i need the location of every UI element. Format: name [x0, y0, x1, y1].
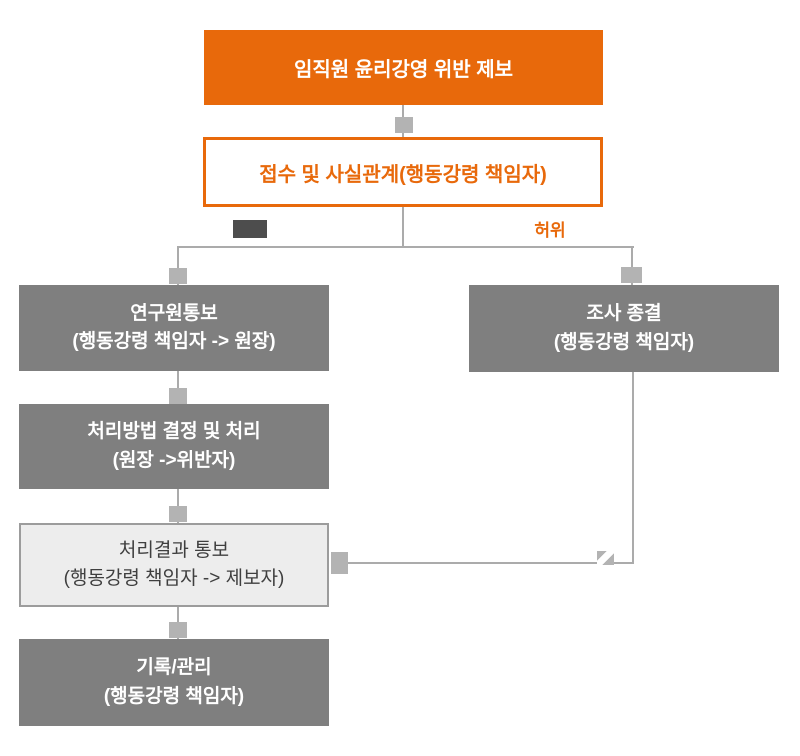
record-box: 기록/관리 (행동강령 책임자): [19, 639, 329, 726]
connector-node-result-right: [331, 552, 348, 574]
connector-line-receipt-down: [402, 207, 404, 248]
connector-line-branch-left-down: [177, 246, 179, 285]
report-box-label: 임직원 윤리강영 위반 제보: [293, 59, 514, 81]
connector-node-a-b: [169, 388, 187, 404]
report-box: 임직원 윤리강영 위반 제보: [204, 30, 603, 105]
record-box-title: 기록/관리: [136, 657, 212, 678]
connector-line-closure-to-result: [348, 562, 634, 564]
connector-line-a-to-b: [177, 371, 179, 404]
connector-line-closure-down: [632, 372, 634, 564]
false-branch-label: 허위: [534, 221, 566, 240]
result-box-title: 처리결과 통보: [118, 539, 230, 561]
closure-box: 조사 종결 (행동강령 책임자): [469, 285, 779, 372]
receipt-box-label: 접수 및 사실관계(행동강령 책임자): [259, 163, 547, 186]
connector-line-branch-horizontal: [177, 246, 634, 248]
connector-node-top: [395, 117, 413, 133]
connector-line-branch-right-down: [631, 246, 633, 285]
line-jump-marker: [597, 551, 614, 565]
connector-node-right-branch: [621, 267, 642, 283]
record-box-subtitle: (행동강령 책임자): [103, 685, 245, 707]
notify-box: 연구원통보 (행동강령 책임자 -> 원장): [19, 285, 329, 371]
connector-node-left-branch: [169, 268, 187, 284]
process-box-title: 처리방법 결정 및 처리: [87, 421, 261, 442]
notify-box-subtitle: (행동강령 책임자 -> 원장): [72, 331, 276, 352]
connector-node-c-d: [169, 622, 187, 638]
result-box-subtitle: (행동강령 책임자 -> 제보자): [63, 568, 285, 589]
receipt-box: 접수 및 사실관계(행동강령 책임자): [203, 137, 603, 207]
process-box-subtitle: (원장 ->위반자): [112, 449, 236, 471]
dark-marker: [233, 220, 267, 238]
result-box: 처리결과 통보 (행동강령 책임자 -> 제보자): [19, 523, 329, 607]
connector-node-b-c: [169, 506, 187, 522]
process-box: 처리방법 결정 및 처리 (원장 ->위반자): [19, 404, 329, 489]
closure-box-subtitle: (행동강령 책임자): [553, 331, 695, 353]
closure-box-title: 조사 종결: [586, 303, 662, 324]
notify-box-title: 연구원통보: [130, 302, 218, 324]
